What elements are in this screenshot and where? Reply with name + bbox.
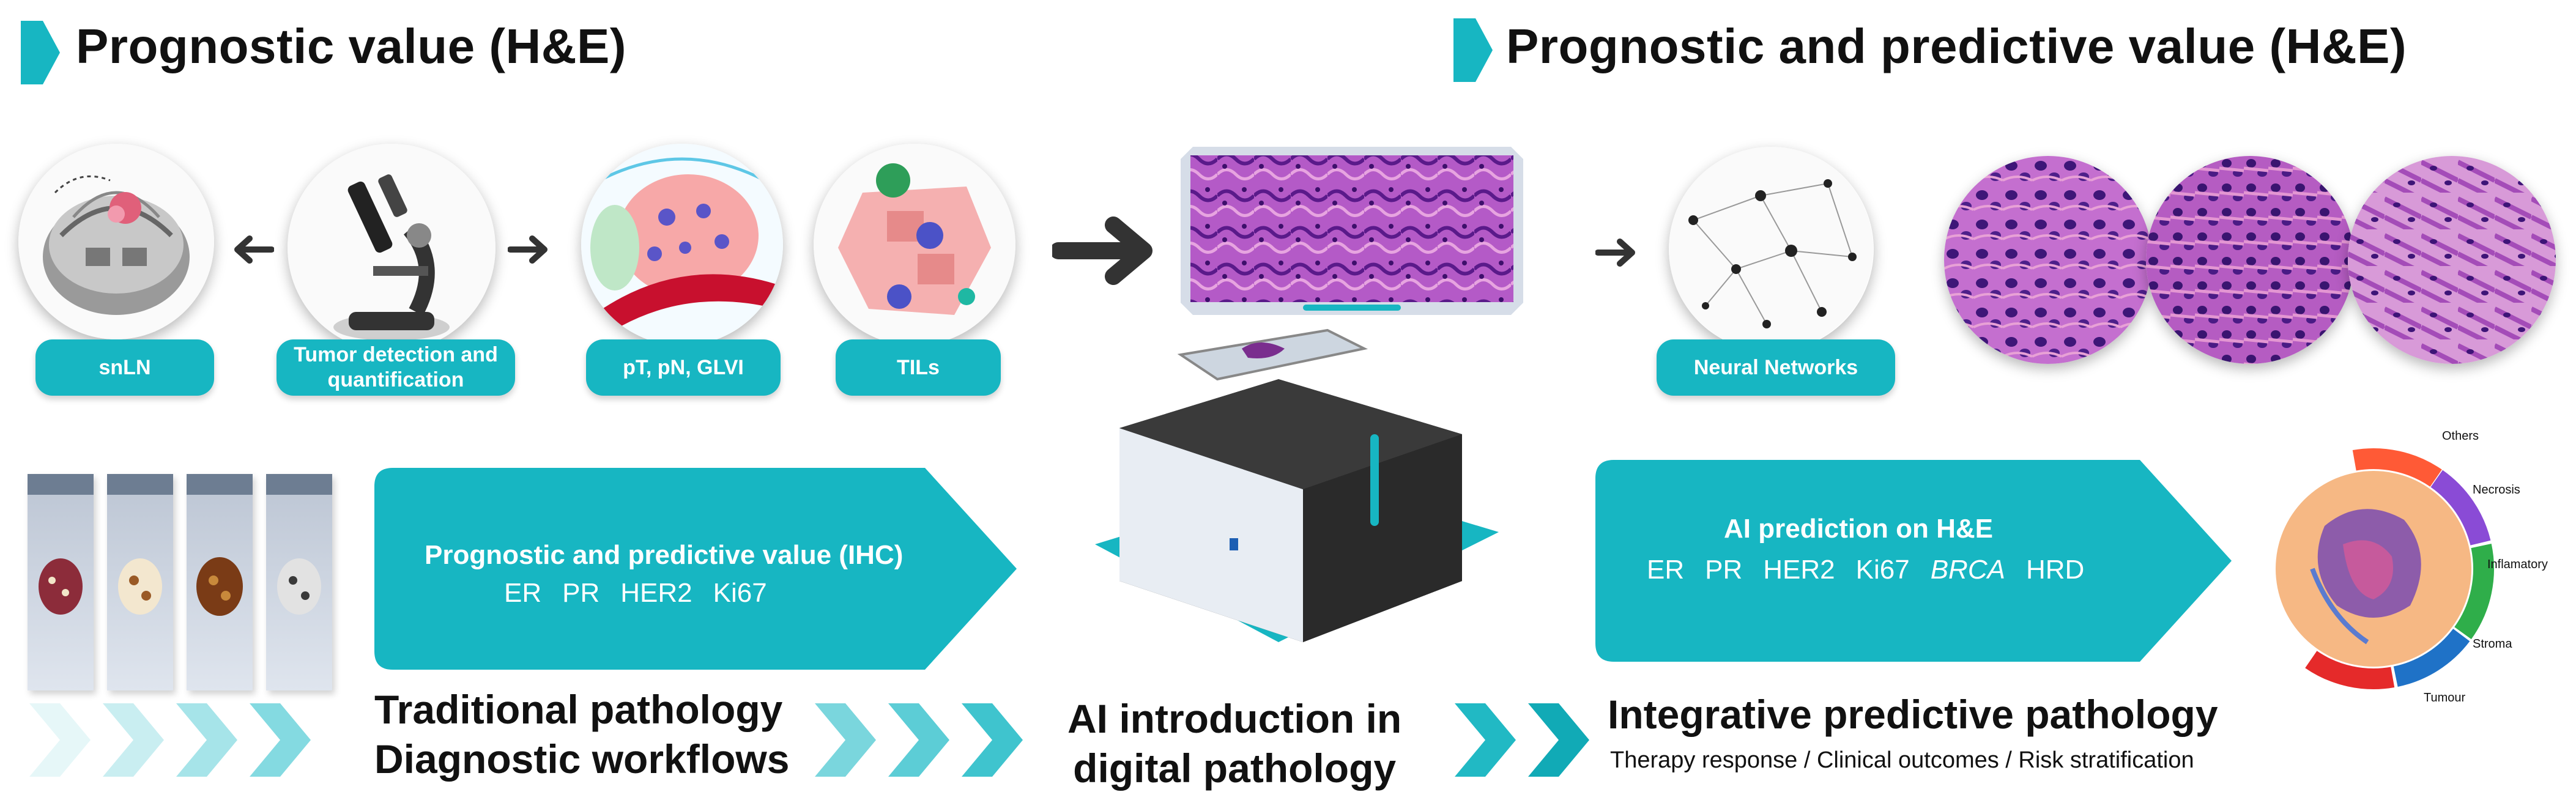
arrow-right-neural-icon (1595, 239, 1635, 267)
ihc-banner-title: Prognostic and predictive value (IHC) (425, 540, 904, 570)
segmentation-ring-icon (2253, 448, 2494, 689)
ai-marker-her2: HER2 (1763, 555, 1835, 585)
digital-slide-screen (1181, 147, 1523, 315)
he-cells-icon (1944, 156, 2152, 364)
ihc-slide-1 (28, 474, 94, 690)
ihc-banner-markers: ER PR HER2 Ki67 (504, 578, 788, 609)
ai-marker-er: ER (1647, 555, 1685, 585)
big-arrow-right-icon (1052, 216, 1153, 285)
legend-inflamatory: Inflamatory (2487, 558, 2548, 571)
title-marker-right-icon (1453, 18, 1493, 82)
integrative-subtitle: Therapy response / Clinical outcomes / R… (1610, 747, 2194, 773)
integrative-pathology-label: Integrative predictive pathology (1608, 692, 2218, 737)
ai-marker-brca: BRCA (1930, 555, 2005, 585)
legend-stroma: Stroma (2473, 637, 2512, 651)
tumor-detection-pill: Tumor detection and quantification (277, 339, 515, 396)
chevron-row-center-icon (815, 703, 1023, 777)
ai-banner-markers: ER PR HER2 Ki67 BRCA HRD (1647, 555, 2105, 585)
he-cells-icon (2348, 156, 2556, 364)
lymphocyte-icon (814, 144, 1015, 346)
marker-pr: PR (562, 578, 600, 608)
staging-pill: pT, pN, GLVI (586, 339, 781, 396)
ai-marker-pr: PR (1705, 555, 1743, 585)
left-section-title: Prognostic value (H&E) (76, 19, 627, 73)
slide-scanner-illustration (1083, 324, 1511, 667)
marker-her2: HER2 (620, 578, 692, 608)
arrow-right-icon (508, 235, 547, 264)
scanner-icon (1095, 328, 1499, 642)
ihc-slide-3 (187, 474, 253, 690)
title-marker-left-icon (21, 21, 60, 84)
legend-necrosis: Necrosis (2473, 483, 2520, 497)
snln-pill: snLN (35, 339, 214, 396)
tissue-segmentation-figure: Others Necrosis Inflamatory Stroma Tumou… (2251, 422, 2548, 709)
arrow-left-icon (234, 235, 274, 264)
ihc-banner: Prognostic and predictive value (IHC) ER… (374, 468, 1017, 670)
ihc-slide-4 (266, 474, 332, 690)
chevron-row-right-icon (1455, 703, 1589, 777)
traditional-pathology-label: Traditional pathology Diagnostic workflo… (374, 687, 790, 782)
lymph-node-illustration (18, 144, 214, 339)
microscope-illustration (288, 144, 496, 352)
network-icon (1669, 147, 1873, 351)
legend-others: Others (2442, 429, 2479, 443)
ihc-slide-2 (107, 474, 173, 690)
he-cells-icon (2146, 156, 2354, 364)
ai-banner-shape (1595, 460, 2232, 662)
ai-introduction-label: AI introduction in digital pathology (1067, 696, 1402, 791)
he-micrograph-3 (2348, 156, 2556, 364)
til-illustration (814, 144, 1015, 346)
ai-prediction-banner: AI prediction on H&E ER PR HER2 Ki67 BRCA HRD (1595, 460, 2232, 662)
ai-marker-ki67: Ki67 (1855, 555, 1910, 585)
he-micrograph-1 (1944, 156, 2152, 364)
marker-er: ER (504, 578, 542, 608)
tils-pill: TILs (836, 339, 1001, 396)
chevron-row-left-icon (29, 703, 311, 777)
neural-networks-pill: Neural Networks (1657, 339, 1895, 396)
legend-tumour: Tumour (2424, 691, 2466, 705)
he-micrograph-2 (2146, 156, 2354, 364)
tumor-vessel-icon (581, 144, 783, 346)
he-tissue-screen-icon (1181, 147, 1523, 315)
ihc-banner-shape (374, 468, 1017, 670)
lymph-node-icon (18, 144, 214, 339)
ai-marker-hrd: HRD (2025, 555, 2085, 585)
microscope-icon (288, 144, 496, 352)
neural-network-illustration (1669, 147, 1874, 352)
tumor-vessel-illustration (581, 144, 783, 346)
marker-ki67: Ki67 (713, 578, 767, 608)
right-section-title: Prognostic and predictive value (H&E) (1506, 19, 2407, 73)
ai-banner-title: AI prediction on H&E (1724, 514, 1993, 544)
